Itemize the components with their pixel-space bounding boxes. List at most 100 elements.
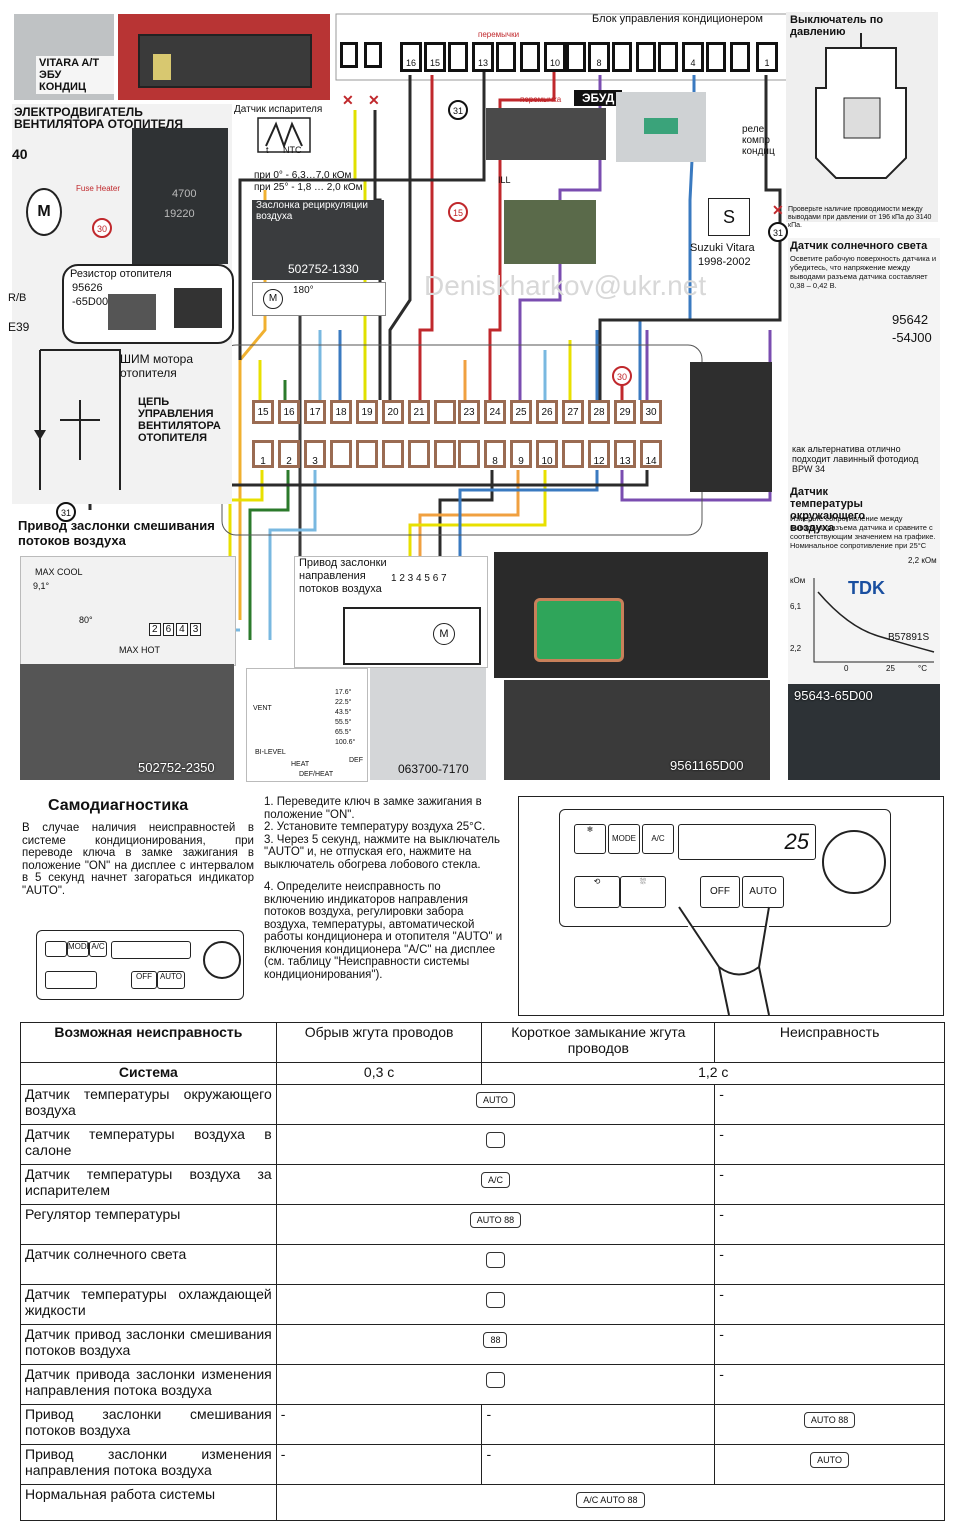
display-indicator: AUTO 88 <box>803 1412 856 1428</box>
top-pin: 1 <box>756 42 778 72</box>
flow-angle-label: 43.5° <box>335 709 352 716</box>
top-pin: 4 <box>682 42 704 72</box>
connector-pin: 16 <box>278 400 300 424</box>
fault-name: Датчик температуры охлаждающей жидкости <box>20 1284 277 1325</box>
mix-actuator-photo: 502752-2350 <box>20 664 234 780</box>
table-header-row: Возможная неисправность Обрыв жгута пров… <box>20 1022 945 1063</box>
display-indicator: 88 <box>483 1332 508 1348</box>
connector-pin: 9 <box>510 440 532 468</box>
fault-display-cell: AUTO 88 <box>275 1204 716 1245</box>
flow-angle-label: 17.6° <box>335 689 352 696</box>
flow-angle-label: 100.6° <box>335 739 356 746</box>
evap-spec2: при 25° - 1,8 … 2,0 кОм <box>254 182 363 193</box>
vitara-years: 1998-2002 <box>698 256 751 268</box>
num-40: 40 <box>12 146 28 162</box>
switch-photo <box>690 362 772 492</box>
self-diag-title: Самодиагностика <box>48 797 189 814</box>
display-indicator <box>485 1372 505 1388</box>
climate-panel-photo: 9561165D00 <box>504 680 770 780</box>
sun-sensor-panel: Датчик солнечного света Осветите рабочую… <box>788 238 940 488</box>
self-diag-intro: В случае наличия неисправностей в систем… <box>22 822 254 897</box>
ecu-board-photo <box>486 108 606 160</box>
fault-name: Датчик привод заслонки смешивания потоко… <box>20 1324 277 1365</box>
connector-pin: 20 <box>382 400 404 424</box>
mix-actuator-title: Привод заслонки смешивания потоков возду… <box>18 518 215 548</box>
ecu-bottom-photo <box>616 92 706 162</box>
fan-button[interactable]: ❄ <box>574 824 606 854</box>
ntc-label: NTC <box>283 145 302 155</box>
ecu-label: ЭБУД <box>574 90 623 106</box>
connector-pin-blank <box>434 400 456 424</box>
fuse-label: Fuse Heater <box>76 184 121 193</box>
fault-name: Нормальная работа системы <box>20 1484 277 1521</box>
flow-actuator-photo: 063700-7170 <box>370 668 486 780</box>
display-indicator: A/C AUTO 88 <box>576 1492 645 1508</box>
vitara-brand: Suzuki Vitara <box>690 242 755 254</box>
pwm-circuit: ЦЕПЬ УПРАВЛЕНИЯ ВЕНТИЛЯТОРА ОТОПИТЕЛЯ <box>138 396 221 444</box>
sun-sensor-title: Датчик солнечного света <box>790 240 928 252</box>
top-pin: 15 <box>424 42 446 72</box>
small-control-panel: MODE A/C OFF AUTO <box>36 930 244 1000</box>
connector-pin: 27 <box>562 400 584 424</box>
fault-name: Датчик солнечного света <box>20 1244 277 1285</box>
connector-pin: 21 <box>408 400 430 424</box>
connector-pin: 26 <box>536 400 558 424</box>
display-indicator <box>485 1292 505 1308</box>
fault-display-cell <box>275 1124 716 1165</box>
connector-pin: 25 <box>510 400 532 424</box>
fault-display-cell: 88 <box>275 1324 716 1365</box>
fuse-30-circle: 30 <box>92 218 112 238</box>
flow-angle-label: 65.5° <box>335 729 352 736</box>
connector-pin: 14 <box>640 440 662 468</box>
recirc-diagram: M 180° <box>252 282 386 316</box>
fault-name: Регулятор температуры <box>20 1204 277 1245</box>
fault-name: Датчик температуры окружающего воздуха <box>20 1084 277 1125</box>
top-pin: 13 <box>472 42 494 72</box>
fault-table: Возможная неисправность Обрыв жгута пров… <box>20 1022 946 1521</box>
fault-cell: - <box>714 1164 945 1205</box>
connector-pin: 12 <box>588 440 610 468</box>
display-indicator: AUTO <box>810 1452 850 1468</box>
large-control-panel-frame: ❄ MODE A/C 25 ⟲ ⛆ OFF AUTO <box>518 796 944 1016</box>
flow-actuator-box: Привод заслонки направления потоков возд… <box>294 556 488 668</box>
resistor-box: Резистор отопителя 95626 -65D00 <box>62 264 234 344</box>
ambient-part2: 95643-65D00 <box>794 688 873 703</box>
fault-name: Привод заслонки смешивания потоков возду… <box>20 1404 277 1445</box>
ambient-sensor-photo: 95643-65D00 <box>788 684 940 780</box>
top-pin: 10 <box>544 42 566 72</box>
top-pin-blank <box>730 42 750 72</box>
connector-pin-blank <box>458 440 480 468</box>
connector-pin-blank <box>434 440 456 468</box>
display-indicator: A/C <box>480 1172 510 1188</box>
recirc-button[interactable]: ⟲ <box>574 876 620 908</box>
fault-cell: - <box>714 1204 945 1245</box>
connector-pin: 17 <box>304 400 326 424</box>
control-block-title: Блок управления кондиционером <box>592 13 763 25</box>
fault-display-cell <box>275 1364 716 1405</box>
circle-15: 15 <box>448 202 468 222</box>
defrost-button[interactable]: ⛆ <box>620 876 666 908</box>
label-rb: R/B <box>8 292 27 304</box>
vitara-photo <box>504 200 596 264</box>
pwm-title: ШИМ мотора отопителя <box>120 352 193 380</box>
flow-angle-diagram: VENT BI-LEVEL HEAT DEF/HEAT DEF 17.6°22.… <box>246 668 368 782</box>
fault-display-cell: AUTO 88 <box>714 1404 945 1445</box>
ambient-sensor-panel: Датчик температуры окружающего воздуха И… <box>788 484 940 684</box>
fault-display-cell: A/C <box>275 1164 716 1205</box>
circle-31-right: 31 <box>768 222 788 242</box>
fault-cell: - <box>714 1244 945 1285</box>
x-mark: ✕ <box>772 202 784 218</box>
fault-cell: - <box>714 1124 945 1165</box>
table-row: Привод заслонки изменения направления по… <box>20 1444 945 1485</box>
fan-motor-title: ЭЛЕКТРОДВИГАТЕЛЬ ВЕНТИЛЯТОРА ОТОПИТЕЛЯ <box>14 105 183 131</box>
x-mark: ✕ <box>342 92 354 108</box>
display-indicator <box>485 1252 505 1268</box>
fault-name: Привод заслонки изменения направления по… <box>20 1444 277 1485</box>
block-pin <box>340 42 358 68</box>
connector-pin-blank <box>562 440 584 468</box>
connector-pin-blank <box>408 440 430 468</box>
connector-pin: 2 <box>278 440 300 468</box>
flow-angle-label: 22.5° <box>335 699 352 706</box>
